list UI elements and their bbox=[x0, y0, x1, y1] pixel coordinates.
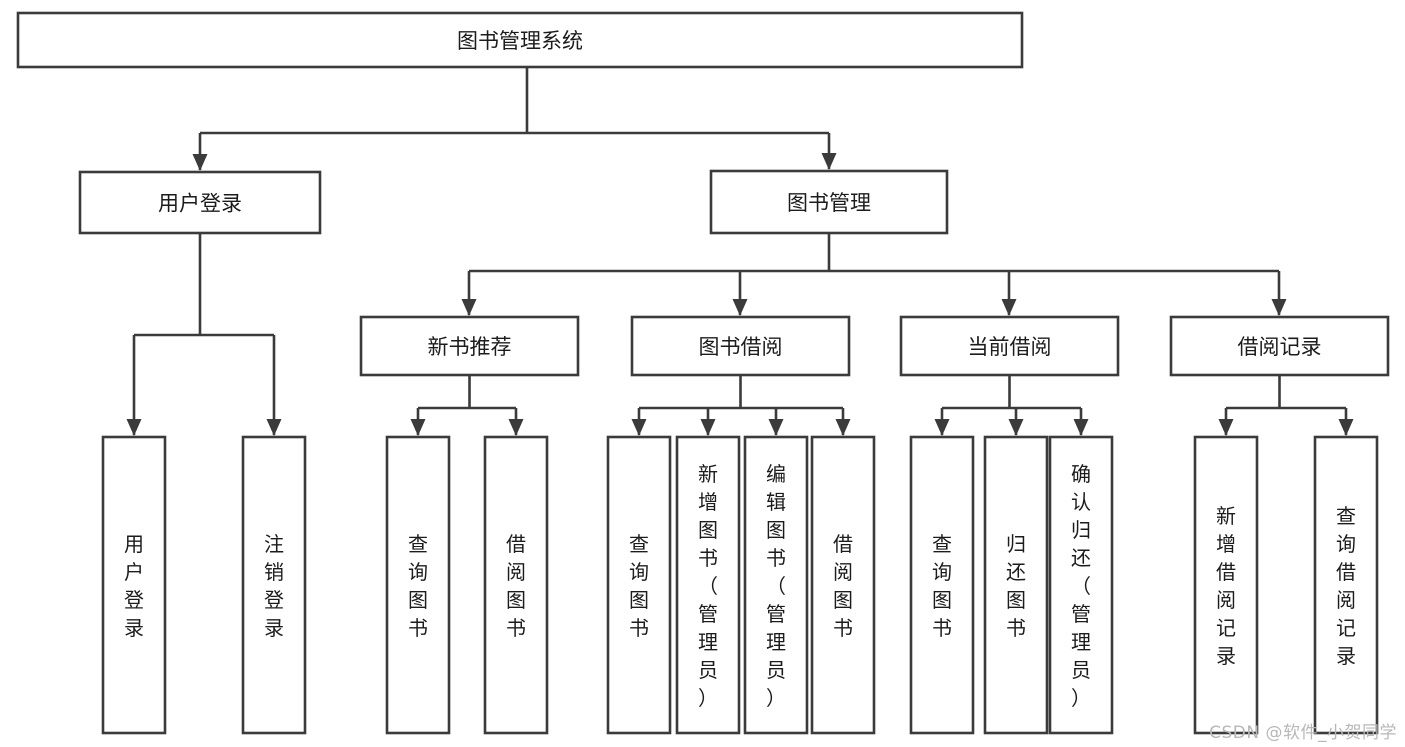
node-rect bbox=[385, 435, 451, 735]
node-rect bbox=[16, 11, 1024, 69]
node-label: 归还图书 bbox=[1006, 532, 1026, 640]
node-rect bbox=[606, 435, 672, 735]
node-rect bbox=[675, 435, 741, 735]
node-label: 新书推荐 bbox=[428, 335, 512, 359]
node-rect bbox=[483, 435, 549, 735]
node-label: 注销登录 bbox=[264, 532, 284, 640]
node-label: 查询借阅记录 bbox=[1336, 504, 1356, 668]
node-rect bbox=[241, 435, 307, 735]
label-layer: 图书管理系统用户登录图书管理新书推荐图书借阅当前借阅借阅记录用户登录注销登录查询… bbox=[124, 29, 1356, 710]
node-rect bbox=[1313, 435, 1379, 735]
node-rect bbox=[909, 435, 975, 735]
node-rect bbox=[1048, 435, 1114, 735]
node-rect bbox=[810, 435, 876, 735]
node-rect bbox=[101, 435, 167, 735]
connector-layer bbox=[126, 67, 1354, 436]
node-rect bbox=[1193, 435, 1259, 735]
node-rect bbox=[899, 315, 1120, 377]
node-label: 图书借阅 bbox=[699, 335, 783, 359]
node-label: 编辑图书（管理员） bbox=[766, 462, 786, 710]
box-layer bbox=[16, 11, 1390, 735]
node-label: 当前借阅 bbox=[968, 335, 1052, 359]
node-rect bbox=[743, 435, 809, 735]
node-label: 用户登录 bbox=[124, 532, 144, 640]
node-label: 用户登录 bbox=[158, 192, 242, 216]
node-label: 查询图书 bbox=[932, 532, 952, 640]
csdn-watermark: CSDN @软件_小贺同学 bbox=[1209, 723, 1397, 743]
node-label: 确认归还（管理员） bbox=[1071, 462, 1091, 710]
node-label: 图书管理 bbox=[787, 191, 871, 215]
node-rect bbox=[630, 315, 851, 377]
node-rect bbox=[1169, 315, 1390, 377]
node-rect bbox=[983, 435, 1049, 735]
node-rect bbox=[709, 169, 949, 235]
node-label: 查询图书 bbox=[629, 532, 649, 640]
node-label: 借阅图书 bbox=[833, 532, 853, 640]
node-rect bbox=[359, 315, 580, 377]
node-rect bbox=[78, 170, 322, 235]
node-label: 新增借阅记录 bbox=[1216, 504, 1236, 668]
node-label: 查询图书 bbox=[408, 532, 428, 640]
node-label: 借阅图书 bbox=[506, 532, 526, 640]
node-label: 借阅记录 bbox=[1238, 335, 1322, 359]
node-label: 新增图书（管理员） bbox=[698, 462, 718, 710]
node-label: 图书管理系统 bbox=[457, 29, 583, 53]
